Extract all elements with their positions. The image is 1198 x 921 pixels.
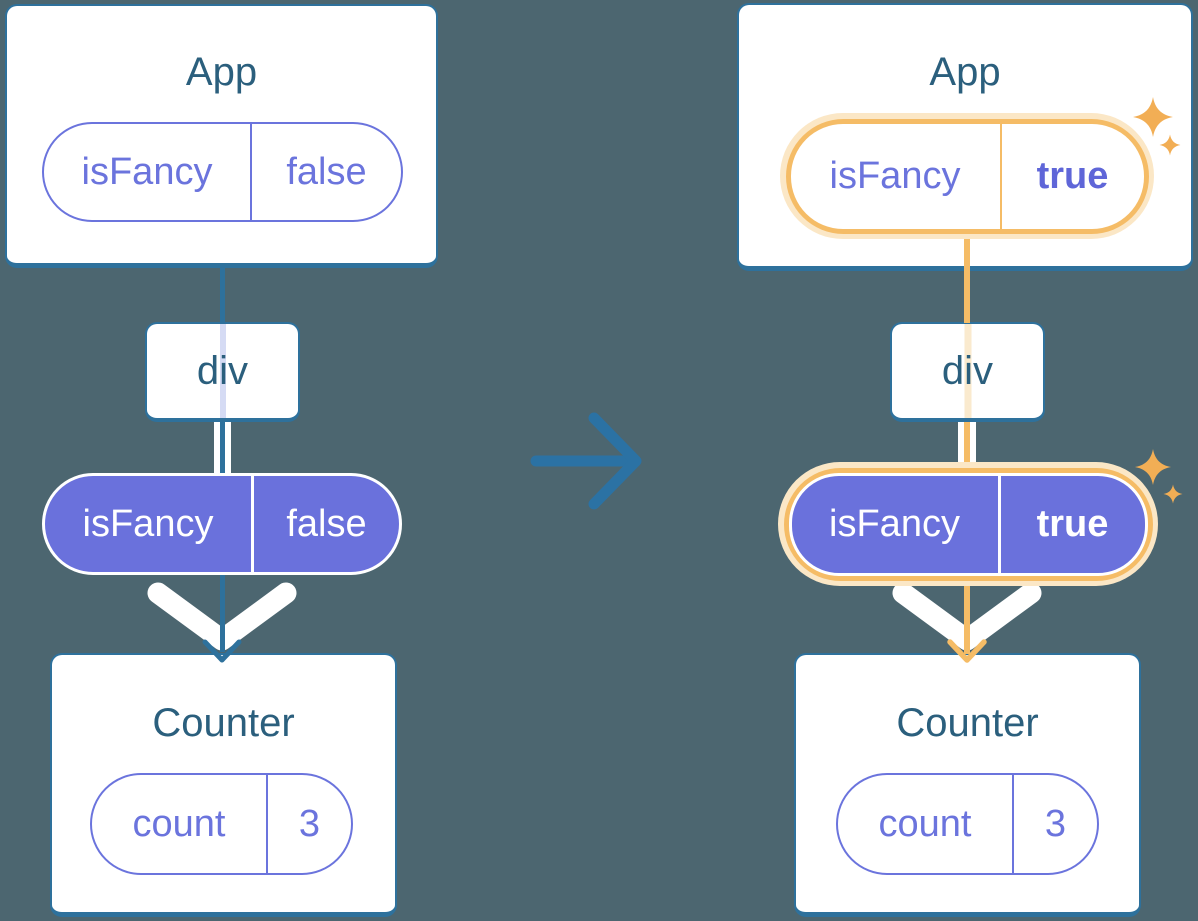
prop-flow-line — [213, 421, 231, 474]
state-value: 3 — [1044, 803, 1067, 845]
counter-card-title: Counter — [152, 701, 295, 745]
sparkle-icon — [1134, 448, 1183, 504]
div-label: div — [196, 348, 249, 393]
passed-prop-pill-highlight: isFancy true — [778, 462, 1158, 586]
passed-prop-pill: isFancy false — [42, 473, 402, 575]
prop-name: isFancy — [45, 476, 254, 572]
state-name: count — [92, 775, 268, 873]
app-card-title: App — [929, 50, 1001, 94]
prop-value: false — [286, 151, 367, 193]
sparkle-icon — [1133, 97, 1181, 156]
parent-child-line — [964, 574, 970, 654]
prop-pill-highlight: isFancy true — [780, 113, 1154, 239]
prop-pill: isFancy true — [790, 123, 1144, 229]
state-pill: count 3 — [90, 773, 353, 875]
prop-value: true — [1036, 155, 1109, 197]
prop-thru-line — [219, 324, 226, 418]
passed-prop-pill: isFancy true — [788, 472, 1148, 576]
parent-child-line — [220, 574, 225, 652]
transition-arrow-icon — [530, 412, 642, 510]
prop-value: true — [1036, 503, 1109, 545]
arrowhead-icon — [947, 639, 987, 663]
counter-card-title: Counter — [896, 701, 1039, 745]
arrowhead-icon — [202, 639, 242, 663]
div-label: div — [941, 348, 994, 393]
state-value: 3 — [298, 803, 321, 845]
app-card-title: App — [185, 50, 258, 94]
div-node: div — [890, 322, 1045, 422]
parent-child-line — [963, 236, 970, 323]
state-pill: count 3 — [836, 773, 1099, 875]
div-node: div — [145, 322, 300, 422]
prop-flow-line — [958, 421, 976, 474]
state-name: count — [838, 775, 1014, 873]
prop-name: isFancy — [792, 475, 1001, 573]
parent-child-line — [220, 267, 225, 323]
prop-pill: isFancy false — [42, 122, 403, 222]
prop-name: isFancy — [44, 124, 252, 220]
prop-thru-line — [964, 324, 971, 418]
prop-name: isFancy — [791, 123, 1002, 229]
prop-value: false — [286, 503, 367, 545]
